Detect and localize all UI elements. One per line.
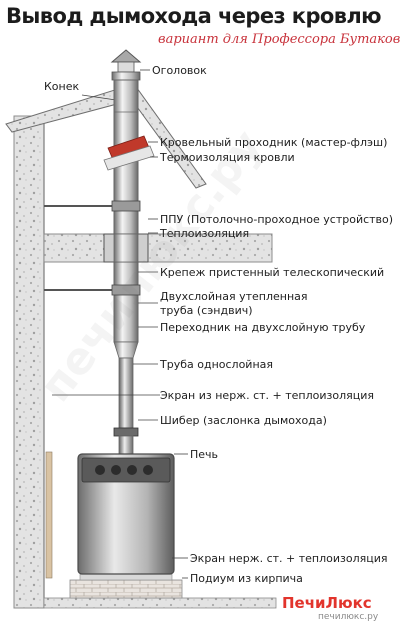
diagram-subtitle: вариант для Профессора Бутакова <box>158 32 400 47</box>
cap-stem <box>117 61 135 73</box>
label-wall-bracket: Крепеж пристенный телескопический <box>160 266 385 279</box>
podium <box>69 579 183 599</box>
roof-insulation <box>103 145 155 171</box>
ceiling-slab <box>43 233 273 263</box>
label-sandwich-pipe-2: труба (сэндвич) <box>160 304 253 317</box>
leader-lines <box>52 69 188 579</box>
label-podium: Подиум из кирпича <box>190 572 303 585</box>
label-stove: Печь <box>190 448 219 461</box>
damper <box>113 427 139 437</box>
wall <box>13 115 45 609</box>
floor <box>43 597 277 609</box>
label-stove-screen: Экран нерж. ст. + теплоизоляция <box>190 552 388 565</box>
label-ceiling-passthrough: ППУ (Потолочно-проходное устройство) <box>160 213 394 226</box>
wall-screen <box>45 451 53 579</box>
label-adapter: Переходник на двухслойную трубу <box>160 321 366 334</box>
cap-collar <box>111 71 141 81</box>
brand-site: печилюкс.ру <box>318 612 379 622</box>
label-insulation: Теплоизоляция <box>160 227 250 240</box>
label-ridge: Конек <box>44 80 80 93</box>
roof-ridge-leader <box>81 94 117 101</box>
chimney-cap <box>110 49 142 63</box>
brand-logo: ПечиЛюкс <box>282 594 372 612</box>
label-master-flash: Кровельный проходник (мастер-флэш) <box>160 136 388 149</box>
label-cap: Оголовок <box>152 64 207 77</box>
podium-screen <box>79 573 173 581</box>
label-damper: Шибер (заслонка дымохода) <box>160 414 327 427</box>
single-wall-pipe <box>118 357 134 429</box>
label-roof-insulation: Термоизоляция кровли <box>160 151 295 164</box>
label-pipe-screen: Экран из нерж. ст. + теплоизоляция <box>160 389 374 402</box>
stove <box>77 453 175 575</box>
label-single-pipe: Труба однослойная <box>160 358 273 371</box>
diagram-title: Вывод дымохода через кровлю <box>6 4 382 28</box>
label-sandwich-pipe-1: Двухслойная утепленная <box>160 290 308 303</box>
